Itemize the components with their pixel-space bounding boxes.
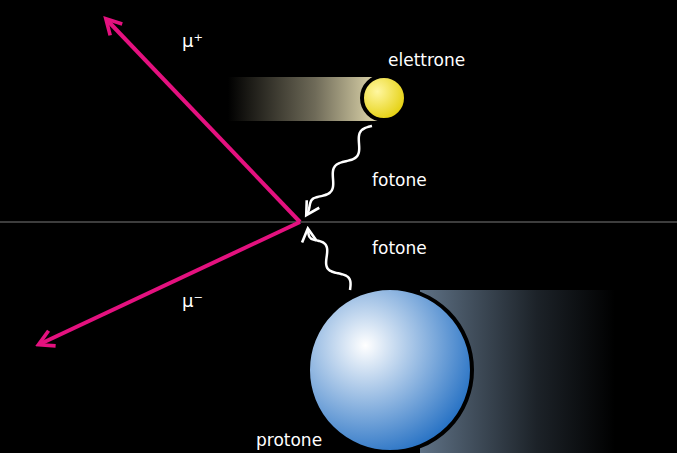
muon-plus-track [107,20,300,222]
particle-name: μ⁻ [182,290,203,312]
muon-minus-track [40,222,300,344]
proton-particle: protone [252,286,477,453]
photon-label: fotone [372,238,427,258]
sphere-outline [252,286,477,453]
electron-particle: elettrone [360,46,480,126]
sphere [308,288,472,452]
photon-wave [308,230,351,290]
photon-label: fotone [372,170,427,190]
sphere [362,76,406,120]
particle-name: μ⁺ [182,30,203,52]
photon-wave [307,126,372,214]
particle-label: elettrone [388,50,465,70]
particle-label: protone [256,430,322,450]
axis-line [0,222,677,223]
